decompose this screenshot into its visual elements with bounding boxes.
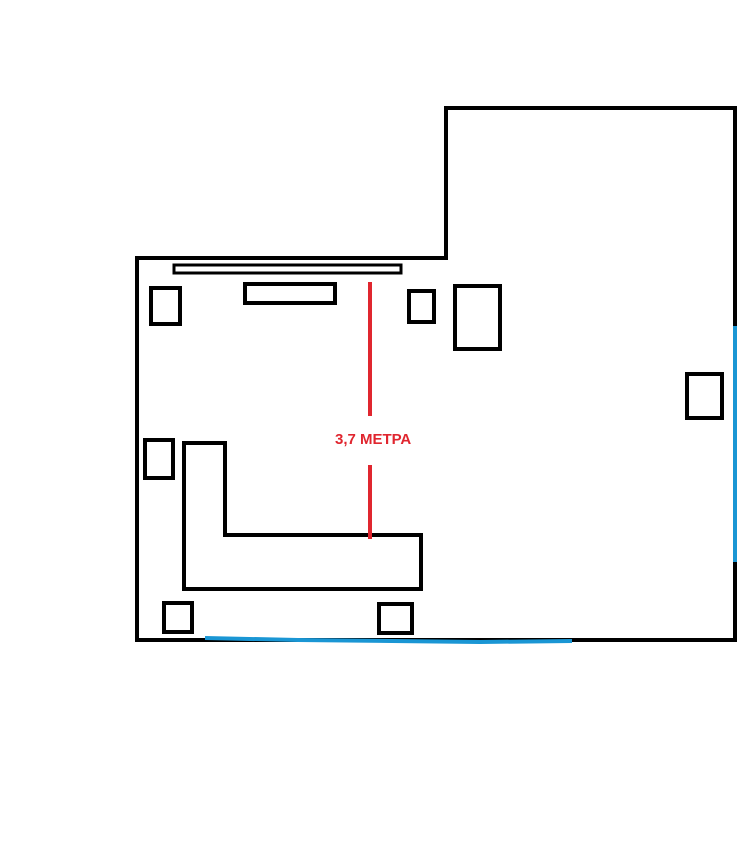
measurement-label: 3,7 МЕТРА <box>335 431 411 448</box>
wall-shelf <box>172 263 403 275</box>
speaker-bottom-left <box>162 601 194 634</box>
room-outline <box>135 106 737 642</box>
speaker-top-right <box>407 289 436 324</box>
cabinet <box>453 284 502 351</box>
window-bottom <box>204 636 573 645</box>
speaker-left-wall <box>143 438 175 480</box>
corner-sofa <box>182 441 423 591</box>
speaker-top-left <box>149 286 182 326</box>
tv-stand <box>243 282 337 305</box>
speaker-right-wall <box>685 372 724 420</box>
speaker-bottom-right <box>377 602 414 635</box>
